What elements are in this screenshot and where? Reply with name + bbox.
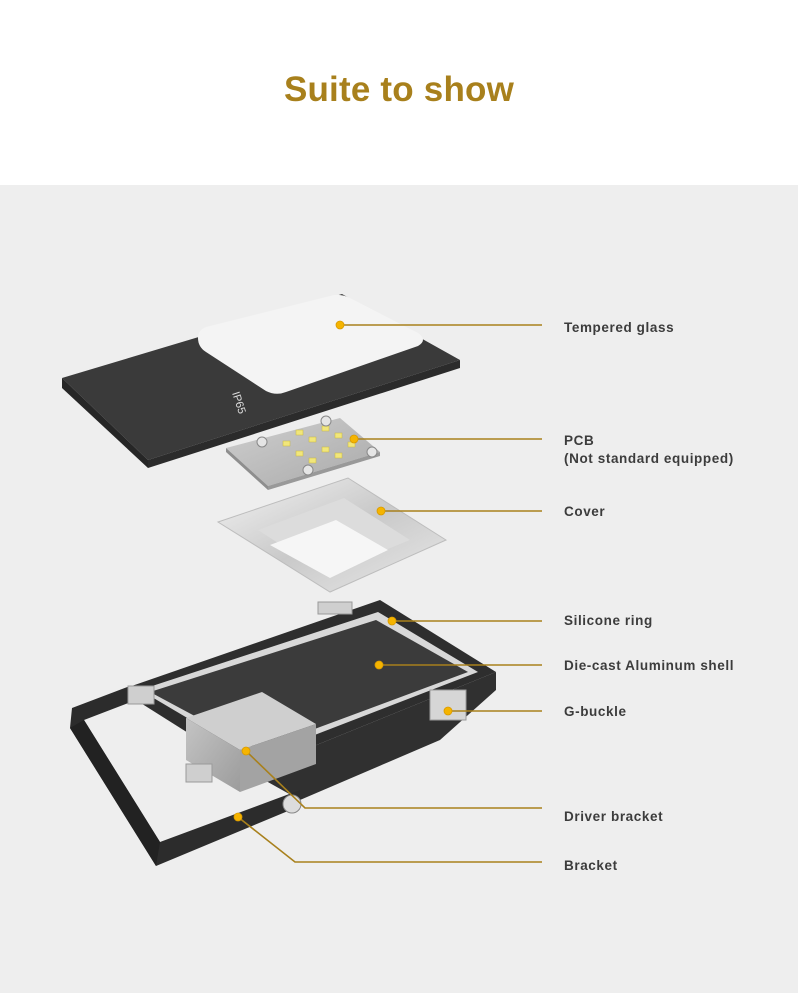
diagram-panel (0, 185, 798, 993)
driver-bracket-dot (241, 746, 251, 756)
label-g-buckle: G-buckle (564, 704, 627, 719)
label-tempered-glass: Tempered glass (564, 320, 675, 335)
label-silicone-ring: Silicone ring (564, 613, 653, 628)
label-driver-bracket: Driver bracket (564, 809, 664, 824)
label-aluminum-shell: Die-cast Aluminum shell (564, 658, 735, 673)
cover-part (216, 477, 448, 593)
tempered-glass-part: IP65 (62, 294, 460, 468)
cable-gland (282, 794, 302, 814)
silicone-ring-dot (387, 616, 397, 626)
aluminum-shell-dot (374, 660, 384, 670)
label-cover: Cover (564, 504, 606, 519)
pcb-part (226, 415, 380, 490)
label-bracket: Bracket (564, 858, 618, 873)
bracket-dot (233, 812, 243, 822)
g-buckle-part (127, 601, 467, 783)
driver-box-part (186, 692, 316, 792)
label-pcb: PCB (564, 433, 595, 448)
pcb-dot (349, 434, 359, 444)
g-buckle-dot (443, 706, 453, 716)
cover-dot (376, 506, 386, 516)
label-pcb-note: (Not standard equipped) (564, 451, 734, 466)
leader-lines (237, 324, 542, 863)
tempered-glass-dot (335, 320, 345, 330)
page-title: Suite to show (283, 70, 515, 109)
